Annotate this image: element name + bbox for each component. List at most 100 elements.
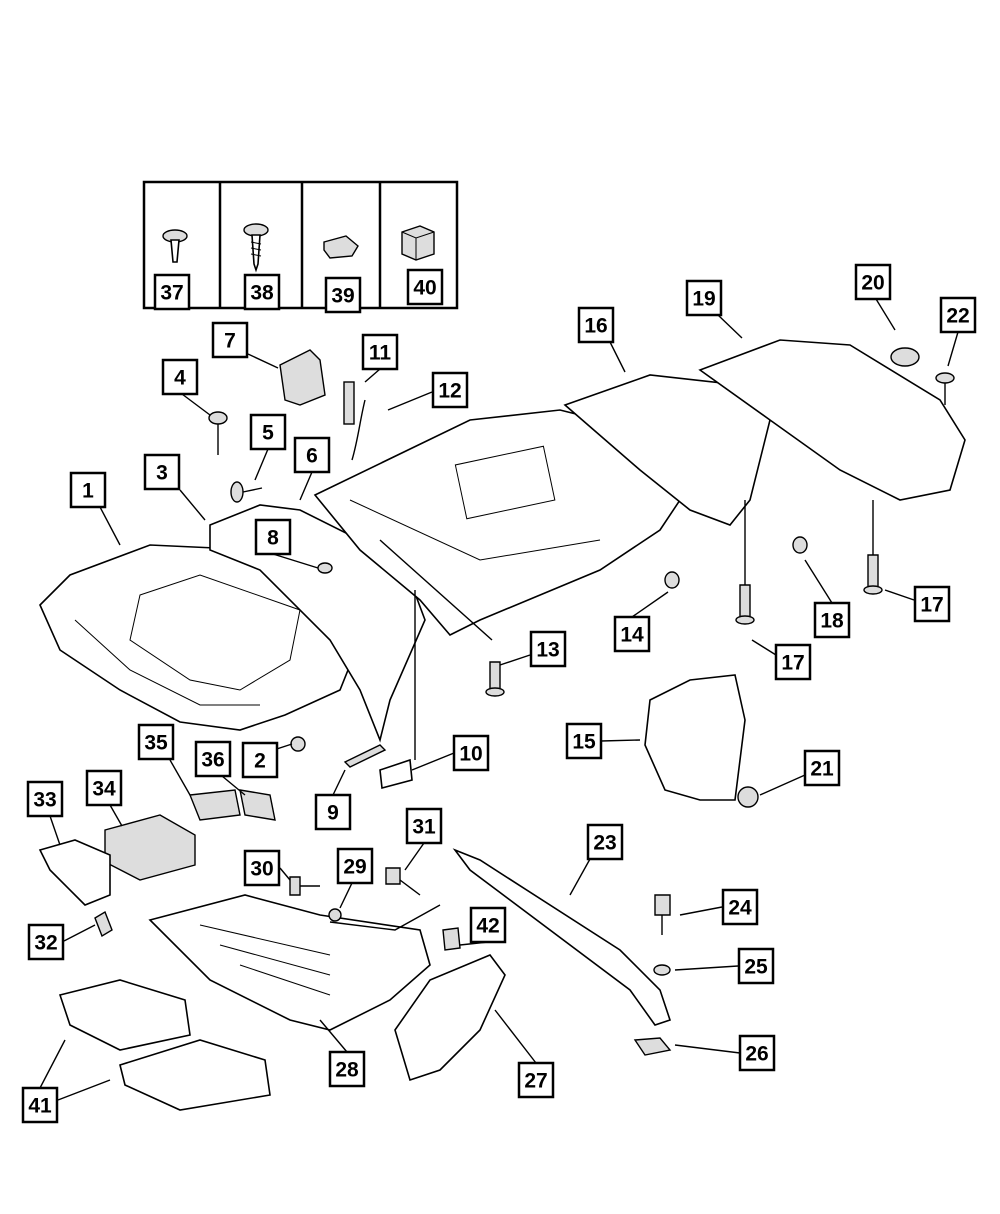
callout-number: 2: [254, 750, 266, 773]
callout-number: 31: [412, 816, 436, 839]
callout-27: 27: [517, 1061, 555, 1099]
callout-31: 31: [405, 807, 443, 845]
headliner-center-part: [313, 409, 701, 636]
callout-28: 28: [328, 1050, 366, 1088]
callout-box: [813, 601, 851, 639]
headliner-panel-part-16: [563, 374, 771, 526]
callout-box: [469, 906, 507, 944]
callout-box: [85, 769, 123, 807]
callout-number: 13: [536, 639, 559, 662]
callout-number: 35: [144, 732, 168, 755]
callout-number: 20: [861, 272, 884, 295]
callout-37: 37: [153, 273, 191, 311]
callout-box: [405, 807, 443, 845]
callout-41: 41: [21, 1086, 59, 1124]
callout-box: [324, 276, 362, 314]
callout-box: [738, 1034, 776, 1072]
callout-number: 17: [920, 594, 943, 617]
callout-29: 29: [336, 847, 374, 885]
callout-number: 12: [438, 380, 461, 403]
callout-number: 26: [745, 1043, 768, 1066]
callout-17: 17: [913, 585, 951, 623]
callout-number: 23: [593, 832, 616, 855]
callout-20: 20: [854, 263, 892, 301]
callout-number: 27: [524, 1070, 547, 1093]
callout-box: [153, 273, 191, 311]
callout-number: 18: [820, 610, 844, 633]
tray-part-28: [148, 894, 431, 1031]
callout-39: 39: [324, 276, 362, 314]
callout-box: [26, 780, 64, 818]
callout-number: 24: [728, 897, 752, 920]
callout-2: 2: [241, 741, 279, 779]
callout-5: 5: [249, 413, 287, 451]
callout-box: [939, 296, 977, 334]
fastener-part-8: [317, 562, 333, 574]
callout-35: 35: [137, 723, 175, 761]
callout-number: 16: [584, 315, 607, 338]
callout-number: 6: [306, 445, 318, 468]
small-panel-part-7: [279, 349, 326, 406]
bracket-part-27: [394, 954, 506, 1082]
callout-1: 1: [69, 471, 107, 509]
callout-18: 18: [813, 601, 851, 639]
module-part-34: [104, 814, 196, 881]
callout-number: 11: [369, 342, 392, 365]
headliner-front-part-1: [39, 544, 361, 731]
callout-number: 5: [262, 422, 274, 445]
callout-box: [194, 740, 232, 778]
trim-part-15: [644, 674, 746, 801]
callout-box: [211, 321, 249, 359]
callout-34: 34: [85, 769, 123, 807]
callout-number: 41: [28, 1095, 52, 1118]
callout-box: [293, 436, 331, 474]
callout-box: [161, 358, 199, 396]
callout-4: 4: [161, 358, 199, 396]
callout-box: [854, 263, 892, 301]
callout-number: 9: [327, 802, 339, 825]
callout-box: [21, 1086, 59, 1124]
callout-number: 37: [160, 282, 183, 305]
callout-number: 25: [744, 956, 768, 979]
panel-part-41: [58, 979, 271, 1111]
headliner-rear-part-19: [698, 339, 966, 501]
push-pin-icon: [162, 229, 188, 263]
fastener-inset: [142, 180, 459, 310]
callout-number: 19: [692, 288, 715, 311]
callout-22: 22: [939, 296, 977, 334]
callout-number: 33: [33, 789, 56, 812]
callout-box: [913, 585, 951, 623]
callout-box: [721, 888, 759, 926]
callout-box: [737, 947, 775, 985]
callout-38: 38: [243, 273, 281, 311]
callout-number: 22: [946, 305, 969, 328]
callout-number: 38: [250, 282, 274, 305]
callout-box: [431, 371, 469, 409]
callout-number: 36: [201, 749, 224, 772]
grommet-part-21: [737, 786, 759, 808]
callout-box: [243, 849, 281, 887]
callout-7: 7: [211, 321, 249, 359]
callout-number: 4: [174, 367, 186, 390]
header-panel-part-6: [209, 504, 426, 743]
callout-box: [254, 518, 292, 556]
callout-17: 17: [774, 643, 812, 681]
callout-number: 28: [335, 1059, 359, 1082]
bolts: [94, 347, 955, 1056]
callout-box: [241, 741, 279, 779]
callout-box: [243, 273, 281, 311]
callout-26: 26: [738, 1034, 776, 1072]
callout-number: 14: [620, 624, 644, 647]
callout-number: 15: [572, 731, 596, 754]
callout-number: 1: [82, 480, 94, 503]
callout-box: [27, 923, 65, 961]
callout-box: [774, 643, 812, 681]
callout-box: [137, 723, 175, 761]
callout-33: 33: [26, 780, 64, 818]
callout-box: [361, 333, 399, 371]
callout-30: 30: [243, 849, 281, 887]
callout-3: 3: [143, 453, 181, 491]
callout-8: 8: [254, 518, 292, 556]
